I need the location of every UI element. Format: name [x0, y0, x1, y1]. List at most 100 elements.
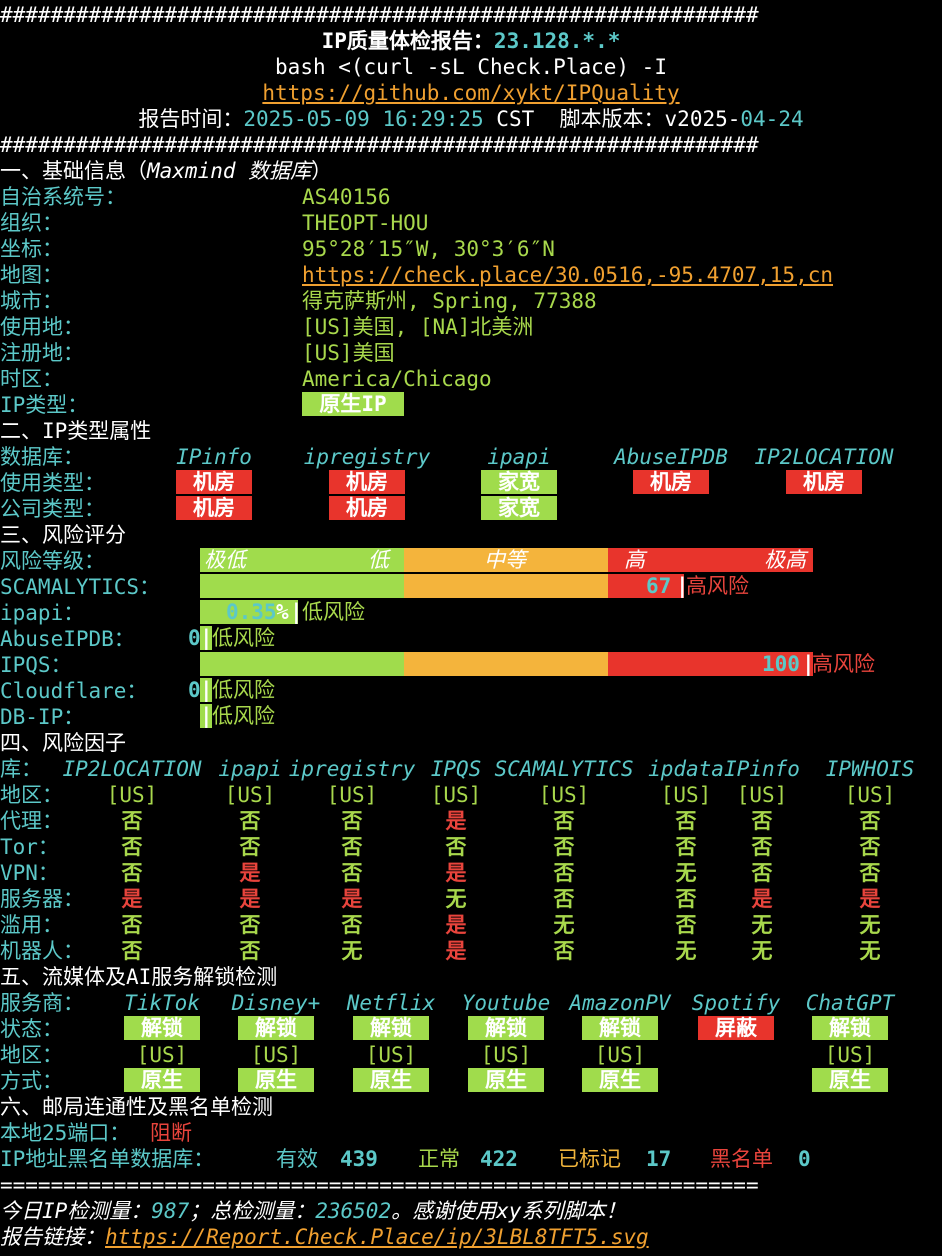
factor-cell: 是 [341, 887, 363, 911]
label-dbip: DB-IP： [0, 705, 85, 729]
service-method-3: 原生 [468, 1068, 544, 1092]
ipapi-divider: | [290, 600, 303, 624]
factor-db-4: SCAMALYTICS [494, 757, 634, 781]
label-registered: 注册地： [0, 341, 84, 365]
blacklist-marked-value: 17 [646, 1147, 672, 1171]
factor-cell: [US] [106, 783, 158, 807]
value-city: 得克萨斯州, Spring, 77388 [302, 289, 597, 313]
factor-cell: [US] [430, 783, 482, 807]
use-type-badge-3: 机房 [633, 470, 709, 494]
footer-stats: 今日IP检测量：987；总检测量：236502。感谢使用xy系列脚本！ [0, 1199, 627, 1223]
factor-cell: 否 [239, 939, 261, 963]
service-method-2: 原生 [353, 1068, 429, 1092]
dbip-bar [200, 704, 212, 728]
risk-level-very-low: 极低 [204, 548, 246, 572]
risk-scale-medium [404, 548, 608, 572]
value-asn: AS40156 [302, 185, 391, 209]
factor-cell: 否 [239, 809, 261, 833]
factor-cell: [US] [736, 783, 788, 807]
factor-label-6: 机器人： [0, 939, 84, 963]
report-link[interactable]: https://Report.Check.Place/ip/3LBL8TFT5.… [105, 1225, 649, 1249]
label-abuseipdb: AbuseIPDB： [0, 627, 135, 651]
factor-cell: 无 [751, 913, 773, 937]
value-registered: [US]美国 [302, 341, 395, 365]
label-library: 库： [0, 757, 42, 781]
factor-label-2: Tor： [0, 835, 59, 859]
factor-cell: 否 [341, 913, 363, 937]
section-factors-heading: 四、风险因子 [0, 731, 126, 755]
factor-label-1: 代理： [0, 809, 63, 833]
label-timezone: 时区： [0, 367, 63, 391]
cloudflare-risk-text: 低风险 [212, 678, 275, 702]
factor-cell: 否 [341, 835, 363, 859]
factor-db-5: ipdata [648, 757, 724, 781]
service-2: Netflix [346, 991, 436, 1015]
footer-report-row: 报告链接：https://Report.Check.Place/ip/3LBL8… [0, 1225, 649, 1249]
factor-cell: 无 [445, 887, 467, 911]
factor-cell: 否 [445, 835, 467, 859]
factor-cell: 无 [675, 861, 697, 885]
abuseipdb-divider: | [200, 626, 213, 650]
risk-scale-low [200, 548, 404, 572]
label-use-type: 使用类型： [0, 471, 105, 495]
label-risk-level: 风险等级： [0, 549, 105, 573]
risk-level-very-high: 极高 [764, 548, 806, 572]
repo-link-row: https://github.com/xykt/IPQuality [0, 80, 942, 106]
service-method-1: 原生 [238, 1068, 314, 1092]
factor-cell: 是 [239, 887, 261, 911]
factor-label-5: 滥用： [0, 913, 63, 937]
use-type-badge-1: 机房 [329, 470, 405, 494]
factor-cell: 否 [751, 835, 773, 859]
section-mail-heading: 六、邮局连通性及黑名单检测 [0, 1095, 273, 1119]
label-coords: 坐标： [0, 237, 63, 261]
factor-cell: 是 [751, 887, 773, 911]
cloudflare-score: 0 [188, 678, 201, 702]
abuseipdb-bar [200, 626, 212, 650]
ipapi-pct: % [276, 600, 289, 624]
factor-cell: 否 [675, 809, 697, 833]
hash-divider-top: ########################################… [0, 3, 759, 27]
section-unlock-heading: 五、流媒体及AI服务解锁检测 [0, 965, 278, 989]
map-link[interactable]: https://check.place/30.0516,-95.4707,15,… [302, 263, 834, 287]
factor-cell: 否 [675, 887, 697, 911]
scamalytics-divider: | [676, 574, 689, 598]
risk-level-high: 高 [624, 548, 645, 572]
factor-cell: 否 [121, 939, 143, 963]
value-timezone: America/Chicago [302, 367, 492, 391]
factor-cell: 否 [675, 913, 697, 937]
risk-scale-high [608, 548, 813, 572]
label-method: 方式： [0, 1069, 63, 1093]
factor-cell: 否 [553, 887, 575, 911]
blacklist-marked-label: 已标记 [558, 1147, 621, 1171]
service-1: Disney+ [231, 991, 321, 1015]
service-method-6: 原生 [812, 1068, 888, 1092]
equals-divider: ========================================… [0, 1173, 759, 1197]
repo-link[interactable]: https://github.com/xykt/IPQuality [262, 81, 680, 105]
service-region-4: [US] [594, 1043, 646, 1067]
abuseipdb-risk-text: 低风险 [212, 626, 275, 650]
service-method-4: 原生 [582, 1068, 658, 1092]
factor-cell: 否 [341, 809, 363, 833]
section-risk-heading: 三、风险评分 [0, 523, 126, 547]
factor-cell: 是 [445, 913, 467, 937]
factor-cell: 否 [859, 809, 881, 833]
company-type-badge-2: 家宽 [481, 496, 557, 520]
company-type-badge-1: 机房 [329, 496, 405, 520]
label-ipqs: IPQS： [0, 653, 72, 677]
factor-cell: 无 [859, 939, 881, 963]
factor-cell: 否 [751, 861, 773, 885]
factor-cell: 否 [239, 913, 261, 937]
service-status-4: 解锁 [582, 1016, 658, 1040]
port25-status: 阻断 [150, 1121, 192, 1145]
factor-cell: 否 [121, 913, 143, 937]
blacklist-valid-label: 有效 [276, 1147, 318, 1171]
factor-cell: 否 [553, 861, 575, 885]
factor-cell: 是 [239, 861, 261, 885]
service-status-3: 解锁 [468, 1016, 544, 1040]
service-region-2: [US] [365, 1043, 417, 1067]
blacklist-normal-label: 正常 [418, 1147, 460, 1171]
scamalytics-risk-text: 高风险 [686, 574, 749, 598]
factor-cell: 否 [859, 835, 881, 859]
factor-db-1: ipapi [218, 757, 282, 781]
scamalytics-bar-green [200, 574, 404, 598]
